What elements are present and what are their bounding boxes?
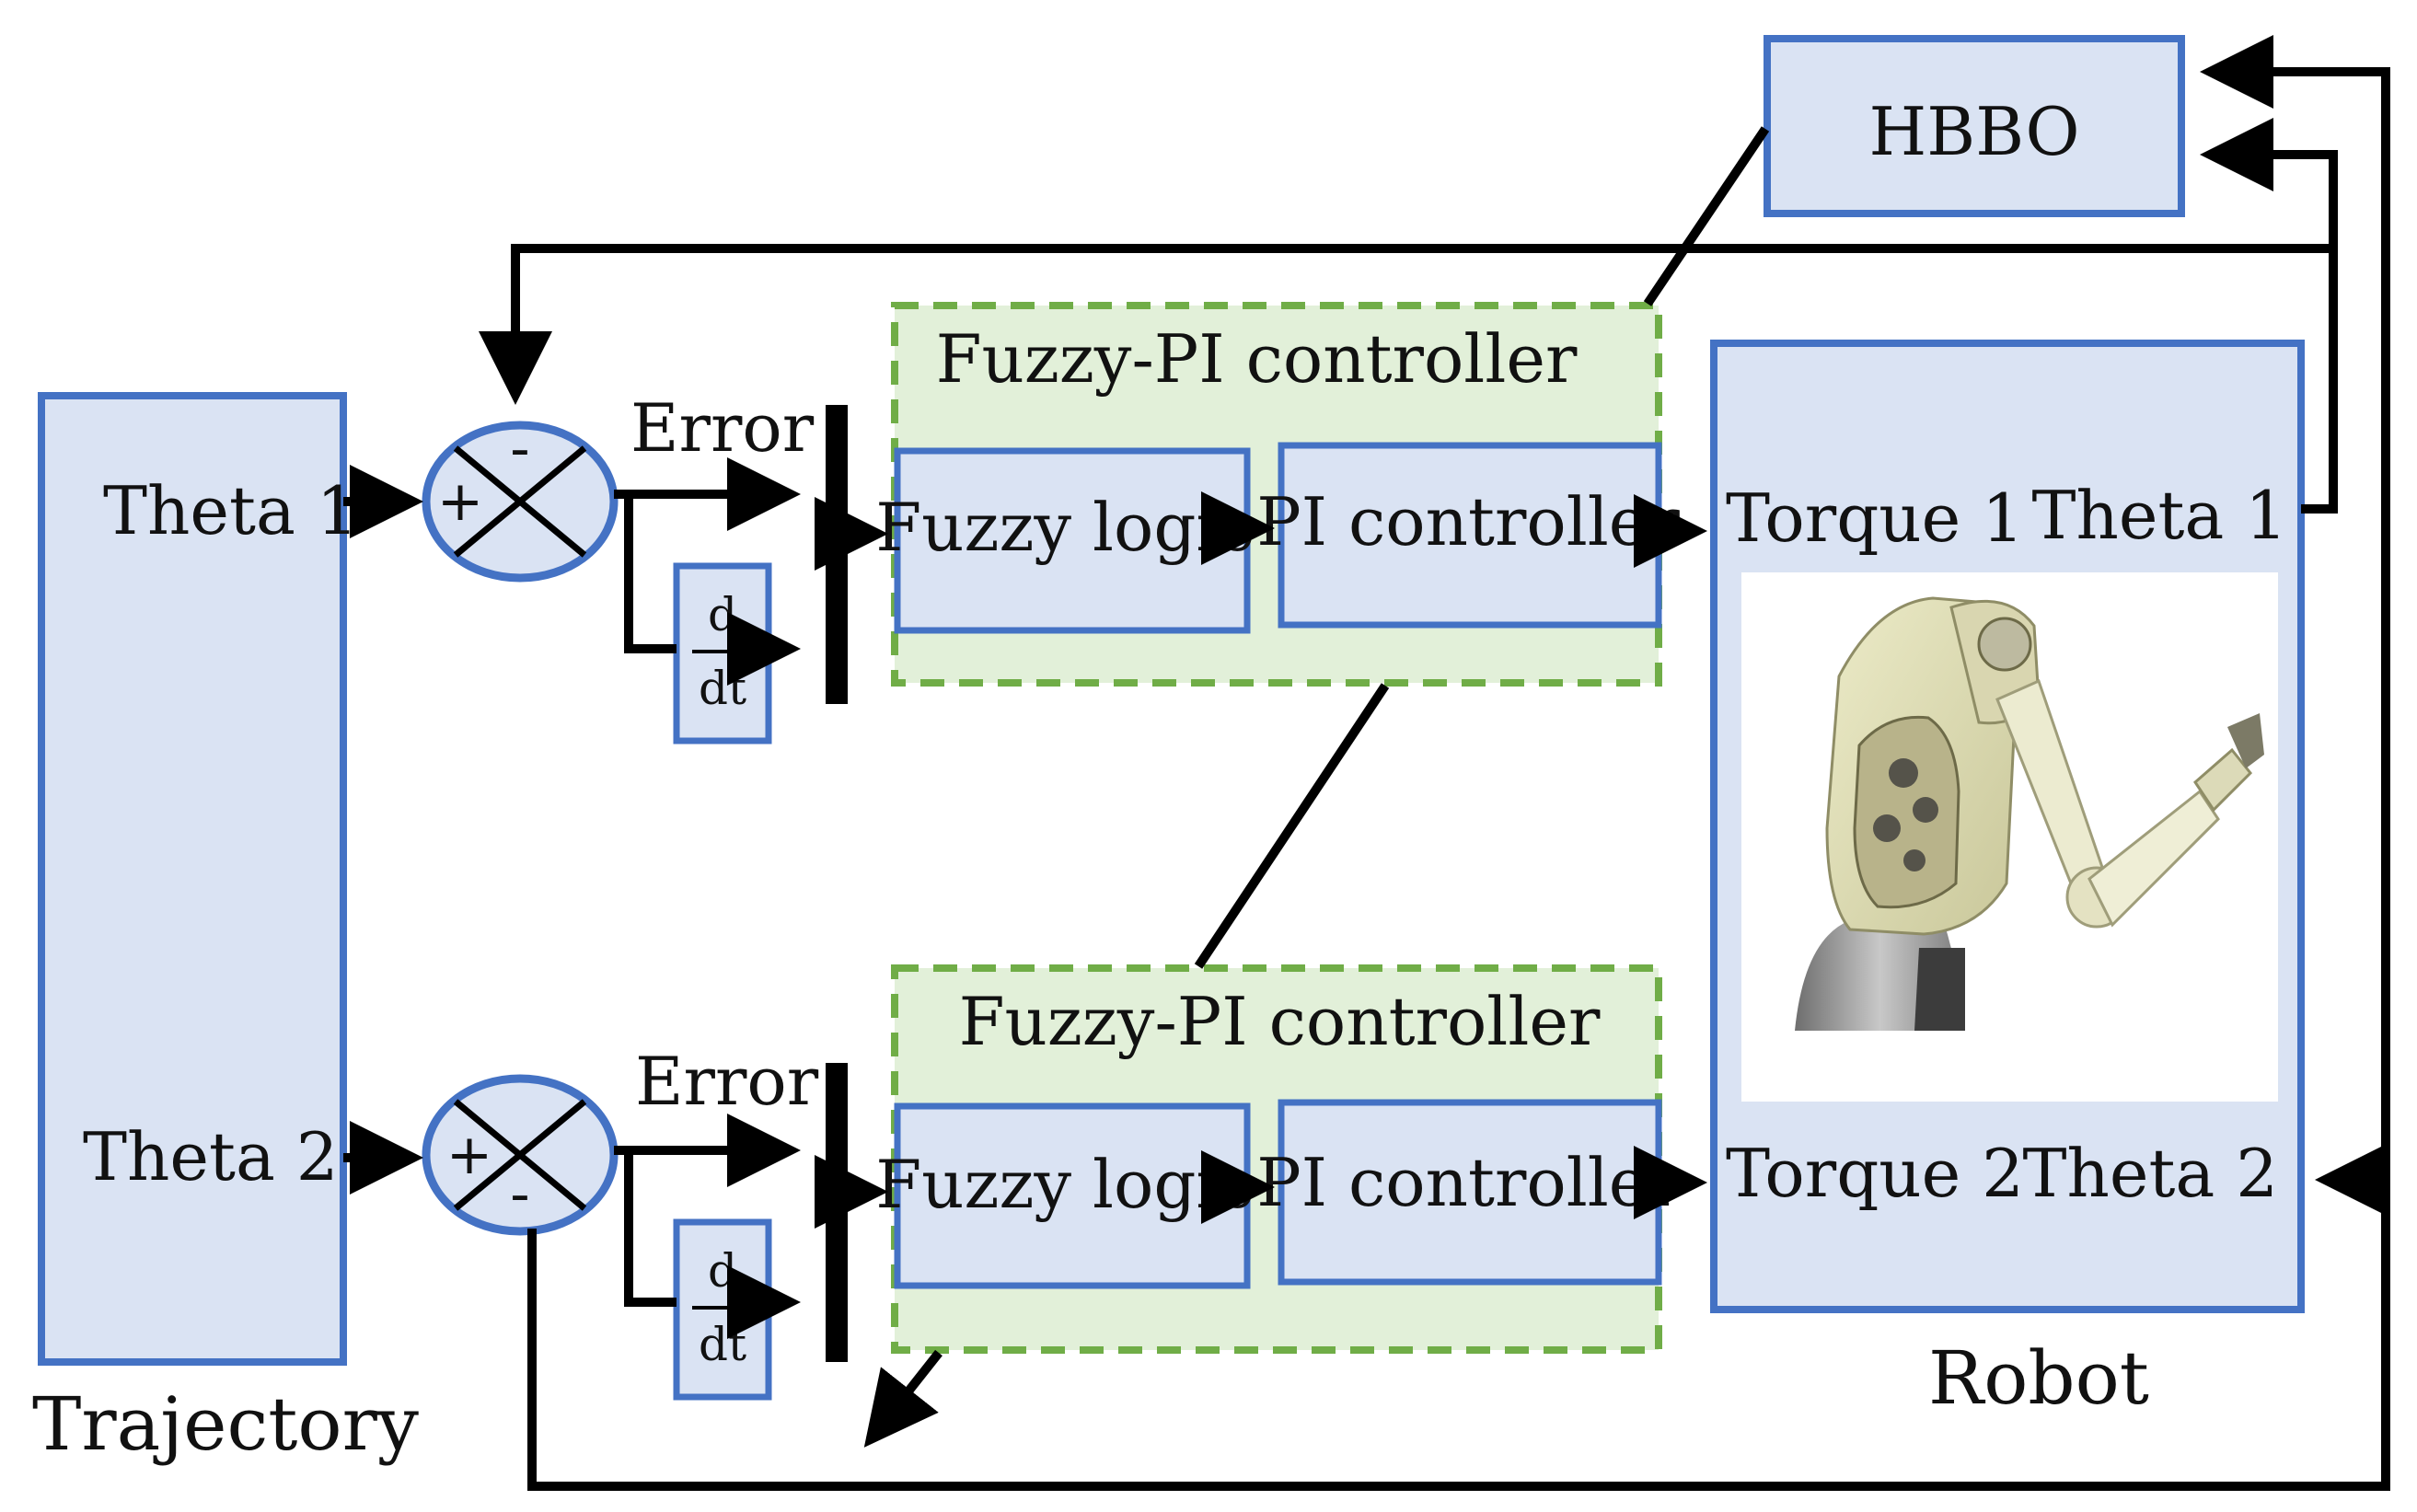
controller1-title: Fuzzy-PI controller (936, 320, 1578, 398)
junction2-plus: + (446, 1123, 492, 1187)
fuzzy-logic-block-1 (894, 447, 1251, 634)
pi-controller-block-1 (1278, 442, 1662, 629)
robot-base-plate (1914, 948, 1965, 1031)
trajectory-box (38, 392, 347, 1366)
derivative1-numerator: d (708, 588, 737, 641)
error2-branch (624, 1150, 677, 1307)
robot-gripper (2227, 713, 2264, 768)
pi-controller-block-2 (1278, 1099, 1662, 1286)
controller1-to-controller2-line (1194, 683, 1390, 969)
trajectory-block: Theta 1 Theta 2 Trajectory (32, 392, 419, 1467)
fuzzy-pi-controller-2: Fuzzy-PI controller Fuzzy logic PI contr… (875, 964, 1680, 1354)
summing-junction-2: + - (422, 1074, 619, 1236)
theta2-to-hbbo-arrow (2200, 35, 2390, 1180)
robot-gear-housing (1853, 715, 1960, 909)
error-label-2: Error (635, 1043, 819, 1120)
hbbo-label: HBBO (1869, 93, 2080, 170)
junction1-cross-b (453, 445, 587, 558)
robot-theta2-label: Theta 2 (2022, 1135, 2278, 1212)
pi-controller-label-1: PI controller (1256, 483, 1680, 560)
fuzzy-logic-label-1: Fuzzy logic (875, 489, 1255, 566)
trajectory-label: Trajectory (32, 1381, 419, 1467)
robot-torque2-label: Torque 2 (1726, 1135, 2024, 1212)
robot-block: Torque 1 Theta 1 Torque 2 Theta 2 Robot (1710, 340, 2305, 1421)
robot-gear-3 (1873, 814, 1901, 842)
mux-bar-1 (826, 405, 848, 704)
hbbo-box (1764, 35, 2185, 217)
controller2-output-arrow (863, 1349, 943, 1448)
theta2-feedback-line (527, 1143, 2390, 1491)
robot-label: Robot (1928, 1335, 2149, 1421)
junction1-plus: + (437, 469, 483, 534)
fuzzy-logic-label-2: Fuzzy logic (875, 1146, 1255, 1223)
derivative1-denominator: dt (699, 662, 746, 715)
signal-lines (343, 35, 2390, 1491)
robot-wrist (2193, 747, 2253, 813)
hbbo-block: HBBO (1764, 35, 2185, 217)
robot-gear-2 (1913, 797, 1938, 823)
junction2-cross-b (453, 1099, 587, 1211)
mux-bar-2 (826, 1063, 848, 1362)
error-label-1: Error (630, 389, 815, 467)
hbbo-to-controller1-line (1643, 126, 1770, 306)
trajectory-theta1-label: Theta 1 (103, 472, 359, 549)
fuzzy-pi-controller-1: Fuzzy-PI controller Fuzzy logic PI contr… (875, 302, 1680, 687)
trajectory-theta2-label: Theta 2 (83, 1118, 339, 1195)
robot-gear-4 (1903, 849, 1926, 871)
robot-forearm (2087, 789, 2220, 928)
robot-torque1-label: Torque 1 (1726, 479, 2024, 557)
robot-shoulder-motor (1977, 617, 2032, 672)
derivative-block-2: d dt (673, 1218, 772, 1401)
derivative2-denominator: dt (699, 1318, 746, 1371)
summing-junction-1: + - (422, 417, 619, 583)
theta1-to-hbbo-arrow (2200, 118, 2338, 248)
robot-arm-image (1741, 572, 2278, 1102)
derivative2-numerator: d (708, 1244, 737, 1298)
junction2-minus: - (510, 1162, 530, 1227)
junction1-minus: - (510, 417, 530, 481)
robot-gear-1 (1889, 758, 1918, 788)
robot-theta1-label: Theta 1 (2031, 477, 2287, 554)
derivative-block-1: d dt (673, 562, 772, 744)
controller2-title: Fuzzy-PI controller (959, 983, 1601, 1060)
error1-branch (624, 494, 677, 653)
pi-controller-label-2: PI controller (1256, 1144, 1680, 1221)
